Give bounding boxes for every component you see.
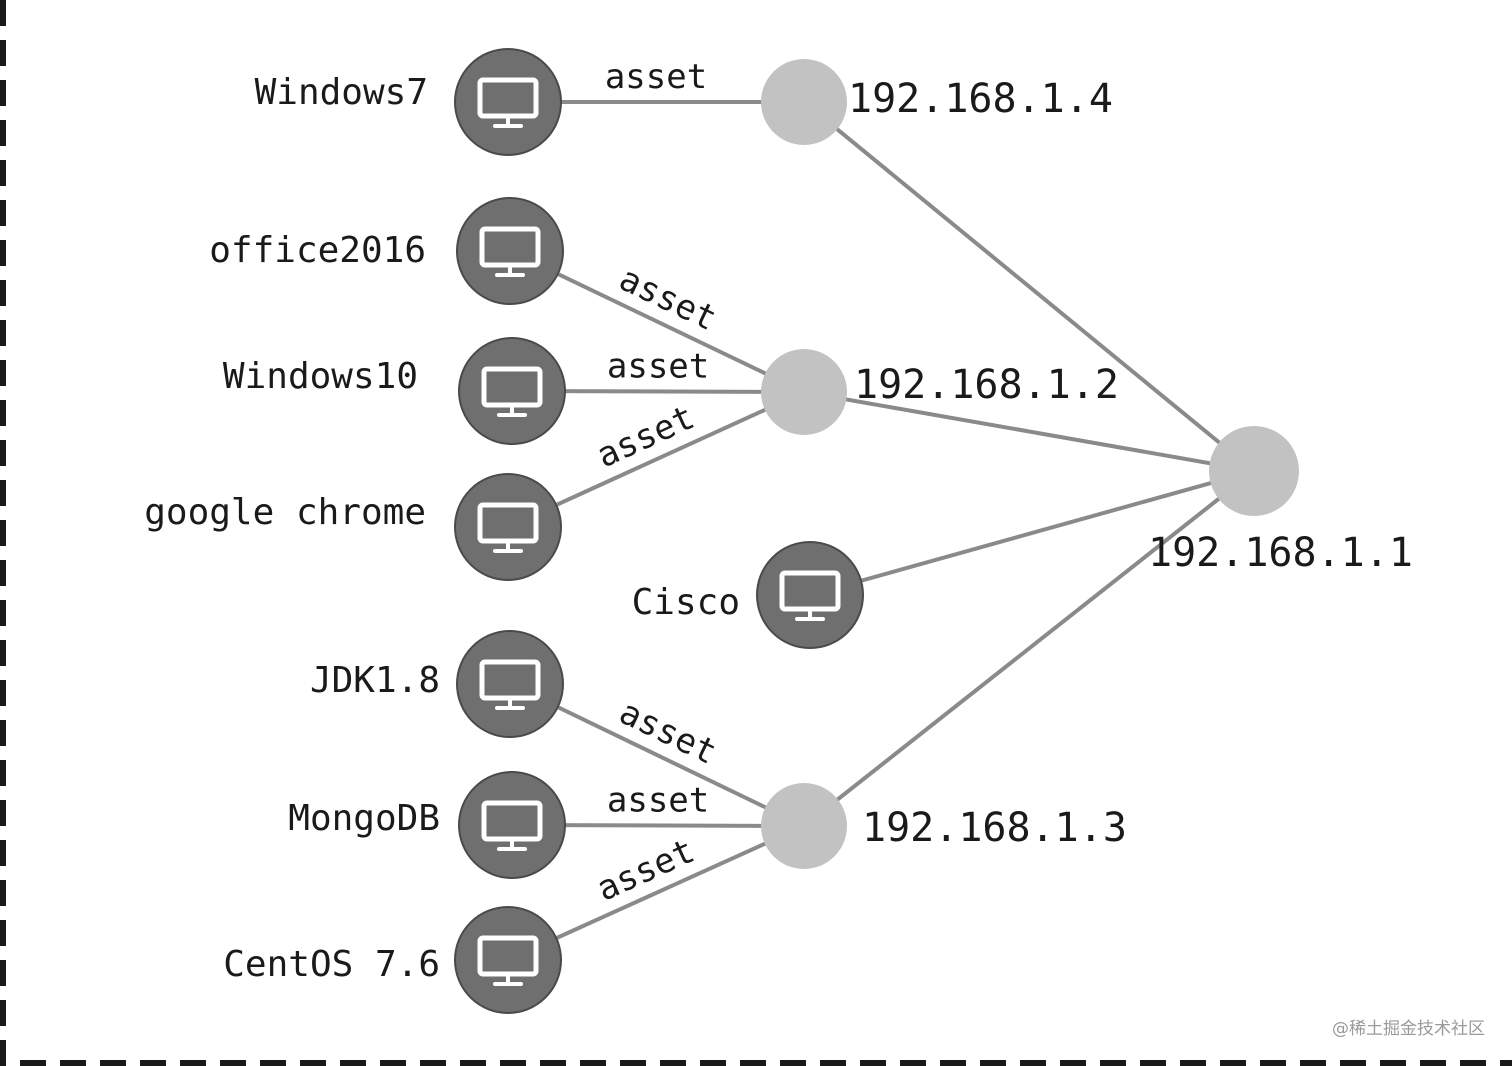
asset-node-centos76[interactable]: CentOS 7.6 — [223, 906, 562, 1014]
watermark: @稀土掘金技术社区 — [1332, 1019, 1485, 1039]
monitor-icon — [479, 659, 541, 710]
edge-label: asset — [607, 346, 709, 386]
asset-label: CentOS 7.6 — [223, 944, 440, 985]
edge-label: asset — [605, 57, 707, 97]
asset-node-circle — [454, 906, 562, 1014]
ip-node-ip2[interactable]: 192.168.1.2 — [761, 349, 1119, 435]
edge-jdk18-ip3 — [509, 682, 805, 828]
ip-node-ip1[interactable]: 192.168.1.1 — [1148, 426, 1413, 576]
asset-node-circle — [756, 541, 864, 649]
asset-label: Windows10 — [223, 356, 418, 397]
monitor-icon — [479, 226, 541, 277]
edge-office2016-ip2 — [509, 249, 805, 394]
asset-node-circle — [456, 197, 564, 305]
monitor-icon — [779, 570, 841, 621]
asset-label: JDK1.8 — [310, 660, 440, 701]
asset-label: google chrome — [144, 492, 426, 533]
ip-node-ip4[interactable]: 192.168.1.4 — [761, 59, 1113, 145]
ip-node-ip3[interactable]: 192.168.1.3 — [761, 783, 1127, 869]
monitor-icon — [481, 800, 543, 851]
asset-node-mongodb[interactable]: MongoDB — [288, 771, 566, 879]
edge-ip4-ip1 — [802, 100, 1256, 473]
asset-label: Windows7 — [255, 72, 428, 113]
edge-centos76-ip3 — [507, 824, 805, 962]
edge-cisco-ip1 — [809, 469, 1255, 597]
asset-node-circle — [458, 337, 566, 445]
asset-label: Cisco — [632, 582, 740, 623]
ip-node-circle — [1209, 426, 1299, 516]
asset-node-office2016[interactable]: office2016 — [209, 197, 564, 305]
edge-label: asset — [607, 780, 709, 820]
edge-ip3-ip1 — [802, 469, 1256, 828]
asset-node-circle — [456, 630, 564, 738]
edge-ip2-ip1 — [803, 390, 1255, 473]
asset-node-windows7[interactable]: Windows7 — [255, 48, 562, 156]
asset-node-cisco[interactable]: Cisco — [632, 541, 864, 649]
monitor-icon — [477, 935, 539, 986]
asset-node-circle — [454, 48, 562, 156]
ip-label: 192.168.1.4 — [848, 76, 1113, 122]
ip-label: 192.168.1.3 — [862, 805, 1127, 851]
asset-node-jdk18[interactable]: JDK1.8 — [310, 630, 564, 738]
asset-label: office2016 — [209, 230, 426, 271]
nodes-layer: 192.168.1.4 192.168.1.2 192.168.1.1 192.168… — [144, 48, 1413, 1014]
ip-label: 192.168.1.2 — [854, 362, 1119, 408]
ip-node-circle — [761, 59, 847, 145]
asset-label: MongoDB — [288, 798, 440, 839]
ip-node-circle — [761, 783, 847, 869]
ip-node-circle — [761, 349, 847, 435]
asset-node-circle — [458, 771, 566, 879]
asset-node-google-chrome[interactable]: google chrome — [144, 473, 562, 581]
edge-google-chrome-ip2 — [507, 390, 805, 529]
ip-label: 192.168.1.1 — [1148, 530, 1413, 576]
monitor-icon — [477, 502, 539, 553]
asset-node-windows10[interactable]: Windows10 — [223, 337, 566, 445]
monitor-icon — [481, 366, 543, 417]
monitor-icon — [477, 77, 539, 128]
asset-node-circle — [454, 473, 562, 581]
